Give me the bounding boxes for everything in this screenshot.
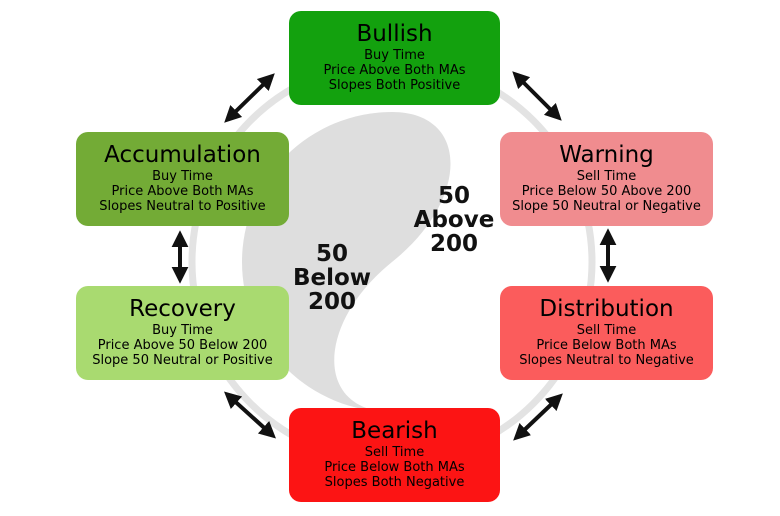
phase-line: Slopes Both Negative [324,475,465,491]
label-50-below-200: 50 Below 200 [286,241,378,316]
phase-line: Slope 50 Neutral or Positive [92,353,273,369]
label-line: 50 [315,241,348,267]
phase-distribution: Distribution Sell Time Price Below Both … [500,286,713,380]
phase-line: Slopes Neutral to Negative [519,353,694,369]
phase-bullish: Bullish Buy Time Price Above Both MAs Sl… [289,11,500,105]
phase-line: Price Above Both MAs [111,183,254,199]
phase-line: Sell Time [364,444,425,460]
label-line: 200 [307,289,356,316]
arrow-bullish-warning [512,71,562,121]
arrow-accumulation-bullish [224,73,275,123]
label-50-above-200: 50 Above 200 [408,183,500,258]
phase-line: Sell Time [576,322,637,338]
phase-accumulation: Accumulation Buy Time Price Above Both M… [76,132,289,226]
below-200-lobe [242,112,451,412]
phase-line: Price Above 50 Below 200 [97,337,268,353]
phase-line: Price Below Both MAs [324,459,465,475]
phase-title: Bearish [351,418,438,445]
label-line: Above [413,207,495,234]
phase-line: Slopes Both Positive [328,78,461,94]
phase-line: Slope 50 Neutral or Negative [512,199,701,215]
phase-title: Bullish [356,21,433,48]
phase-line: Sell Time [576,168,637,184]
phase-line: Buy Time [152,168,213,184]
phase-line: Slopes Neutral to Positive [99,199,266,215]
phase-line: Price Below 50 Above 200 [521,183,692,199]
phase-title: Accumulation [104,142,261,169]
phase-line: Buy Time [364,47,425,63]
phase-title: Distribution [539,296,674,323]
phase-bearish: Bearish Sell Time Price Below Both MAs S… [289,408,500,502]
label-line: 50 [437,183,470,209]
phase-recovery: Recovery Buy Time Price Above 50 Below 2… [76,286,289,380]
phase-warning: Warning Sell Time Price Below 50 Above 2… [500,132,713,226]
arrow-bearish-recovery [224,391,276,439]
arrow-distribution-bearish [513,393,563,441]
label-line: 200 [429,231,478,258]
label-line: Below [292,265,372,292]
phase-line: Price Above Both MAs [323,62,466,78]
phase-line: Price Below Both MAs [536,337,677,353]
phase-title: Recovery [129,296,236,323]
phase-line: Buy Time [152,322,213,338]
phase-title: Warning [559,142,654,169]
